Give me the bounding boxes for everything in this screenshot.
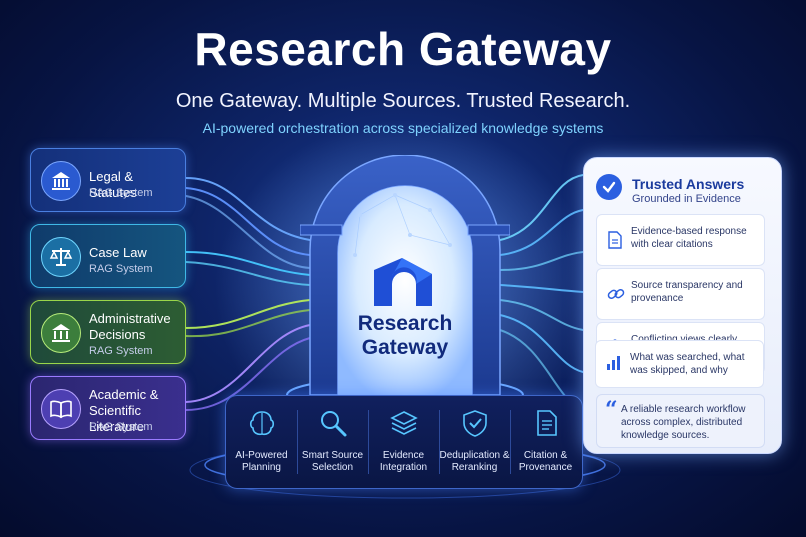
feature-label: AI-Powered Planning (235, 450, 288, 473)
feature-ai-planning: AI-Powered Planning (226, 396, 297, 488)
source-name: Case Law (89, 245, 147, 260)
source-type: RAG System (89, 421, 153, 433)
document-icon (531, 408, 561, 443)
feature-deduplication: Deduplication & Reranking (439, 396, 510, 488)
check-icon (596, 174, 622, 200)
book-icon (41, 389, 81, 429)
brain-icon (247, 408, 277, 443)
document-icon (607, 231, 623, 254)
gateway-arch (300, 155, 510, 396)
bar-chart-icon (606, 355, 622, 376)
source-case-law: Case Law RAG System (30, 224, 186, 288)
page-title: Research Gateway (194, 23, 612, 75)
quote-box: “ A reliable research workflow across co… (596, 394, 765, 448)
link-icon (607, 285, 625, 308)
answer-item-text: What was searched, what was skipped, and… (630, 352, 745, 376)
source-type: RAG System (89, 263, 153, 275)
feature-label: Deduplication & Reranking (439, 450, 510, 473)
feature-label: Evidence Integration (379, 450, 428, 473)
gateway-logo-icon (368, 256, 440, 313)
source-administrative-decisions: Administrative Decisions RAG System (30, 300, 186, 364)
feature-citation: Citation & Provenance (510, 396, 581, 488)
divider (510, 410, 511, 474)
source-name: Administrative Decisions (89, 311, 171, 342)
quote-text: A reliable research workflow across comp… (621, 404, 746, 441)
layers-icon (389, 408, 419, 443)
panel-subtitle: Grounded in Evidence (632, 193, 741, 205)
source-type: RAG System (89, 345, 153, 357)
answer-item: Evidence-based response with clear citat… (596, 214, 765, 266)
feature-source-selection: Smart Source Selection (297, 396, 368, 488)
gateway-label-line2: Gateway (361, 336, 449, 359)
scales-icon (41, 237, 81, 277)
source-name: Legal & Statutes (89, 169, 137, 200)
panel-title: Trusted Answers (632, 176, 745, 192)
feature-label: Smart Source Selection (301, 450, 364, 473)
answer-item-text: Source transparency and provenance (631, 280, 743, 304)
page-subtitle: One Gateway. Multiple Sources. Trusted R… (175, 90, 631, 112)
source-academic-literature: Academic & Scientific Literature RAG Sys… (30, 376, 186, 440)
feature-label: Citation & Provenance (518, 450, 573, 473)
source-name: Academic & Scientific Literature (89, 387, 159, 434)
source-legal-statutes: Legal & Statutes RAG System (30, 148, 186, 212)
divider (297, 410, 298, 474)
feature-evidence-integration: Evidence Integration (368, 396, 439, 488)
capability-bar: AI-Powered Planning Smart Source Selecti… (225, 395, 583, 489)
source-type: RAG System (89, 187, 153, 199)
magnifier-icon (318, 408, 348, 443)
building-icon (41, 161, 81, 201)
quote-mark-icon: “ (605, 397, 618, 423)
institution-icon (41, 313, 81, 353)
answer-item: What was searched, what was skipped, and… (595, 340, 764, 388)
answer-item-text: Evidence-based response with clear citat… (631, 226, 747, 250)
shield-check-icon (460, 408, 490, 443)
divider (439, 410, 440, 474)
divider (368, 410, 369, 474)
page-tagline: AI-powered orchestration across speciali… (202, 120, 604, 136)
answer-item: Source transparency and provenance (596, 268, 765, 320)
trusted-answers-panel: Trusted Answers Grounded in Evidence Evi… (583, 157, 782, 454)
gateway-label-line1: Research (357, 312, 453, 335)
gateway-label: Research Gateway (330, 312, 480, 360)
